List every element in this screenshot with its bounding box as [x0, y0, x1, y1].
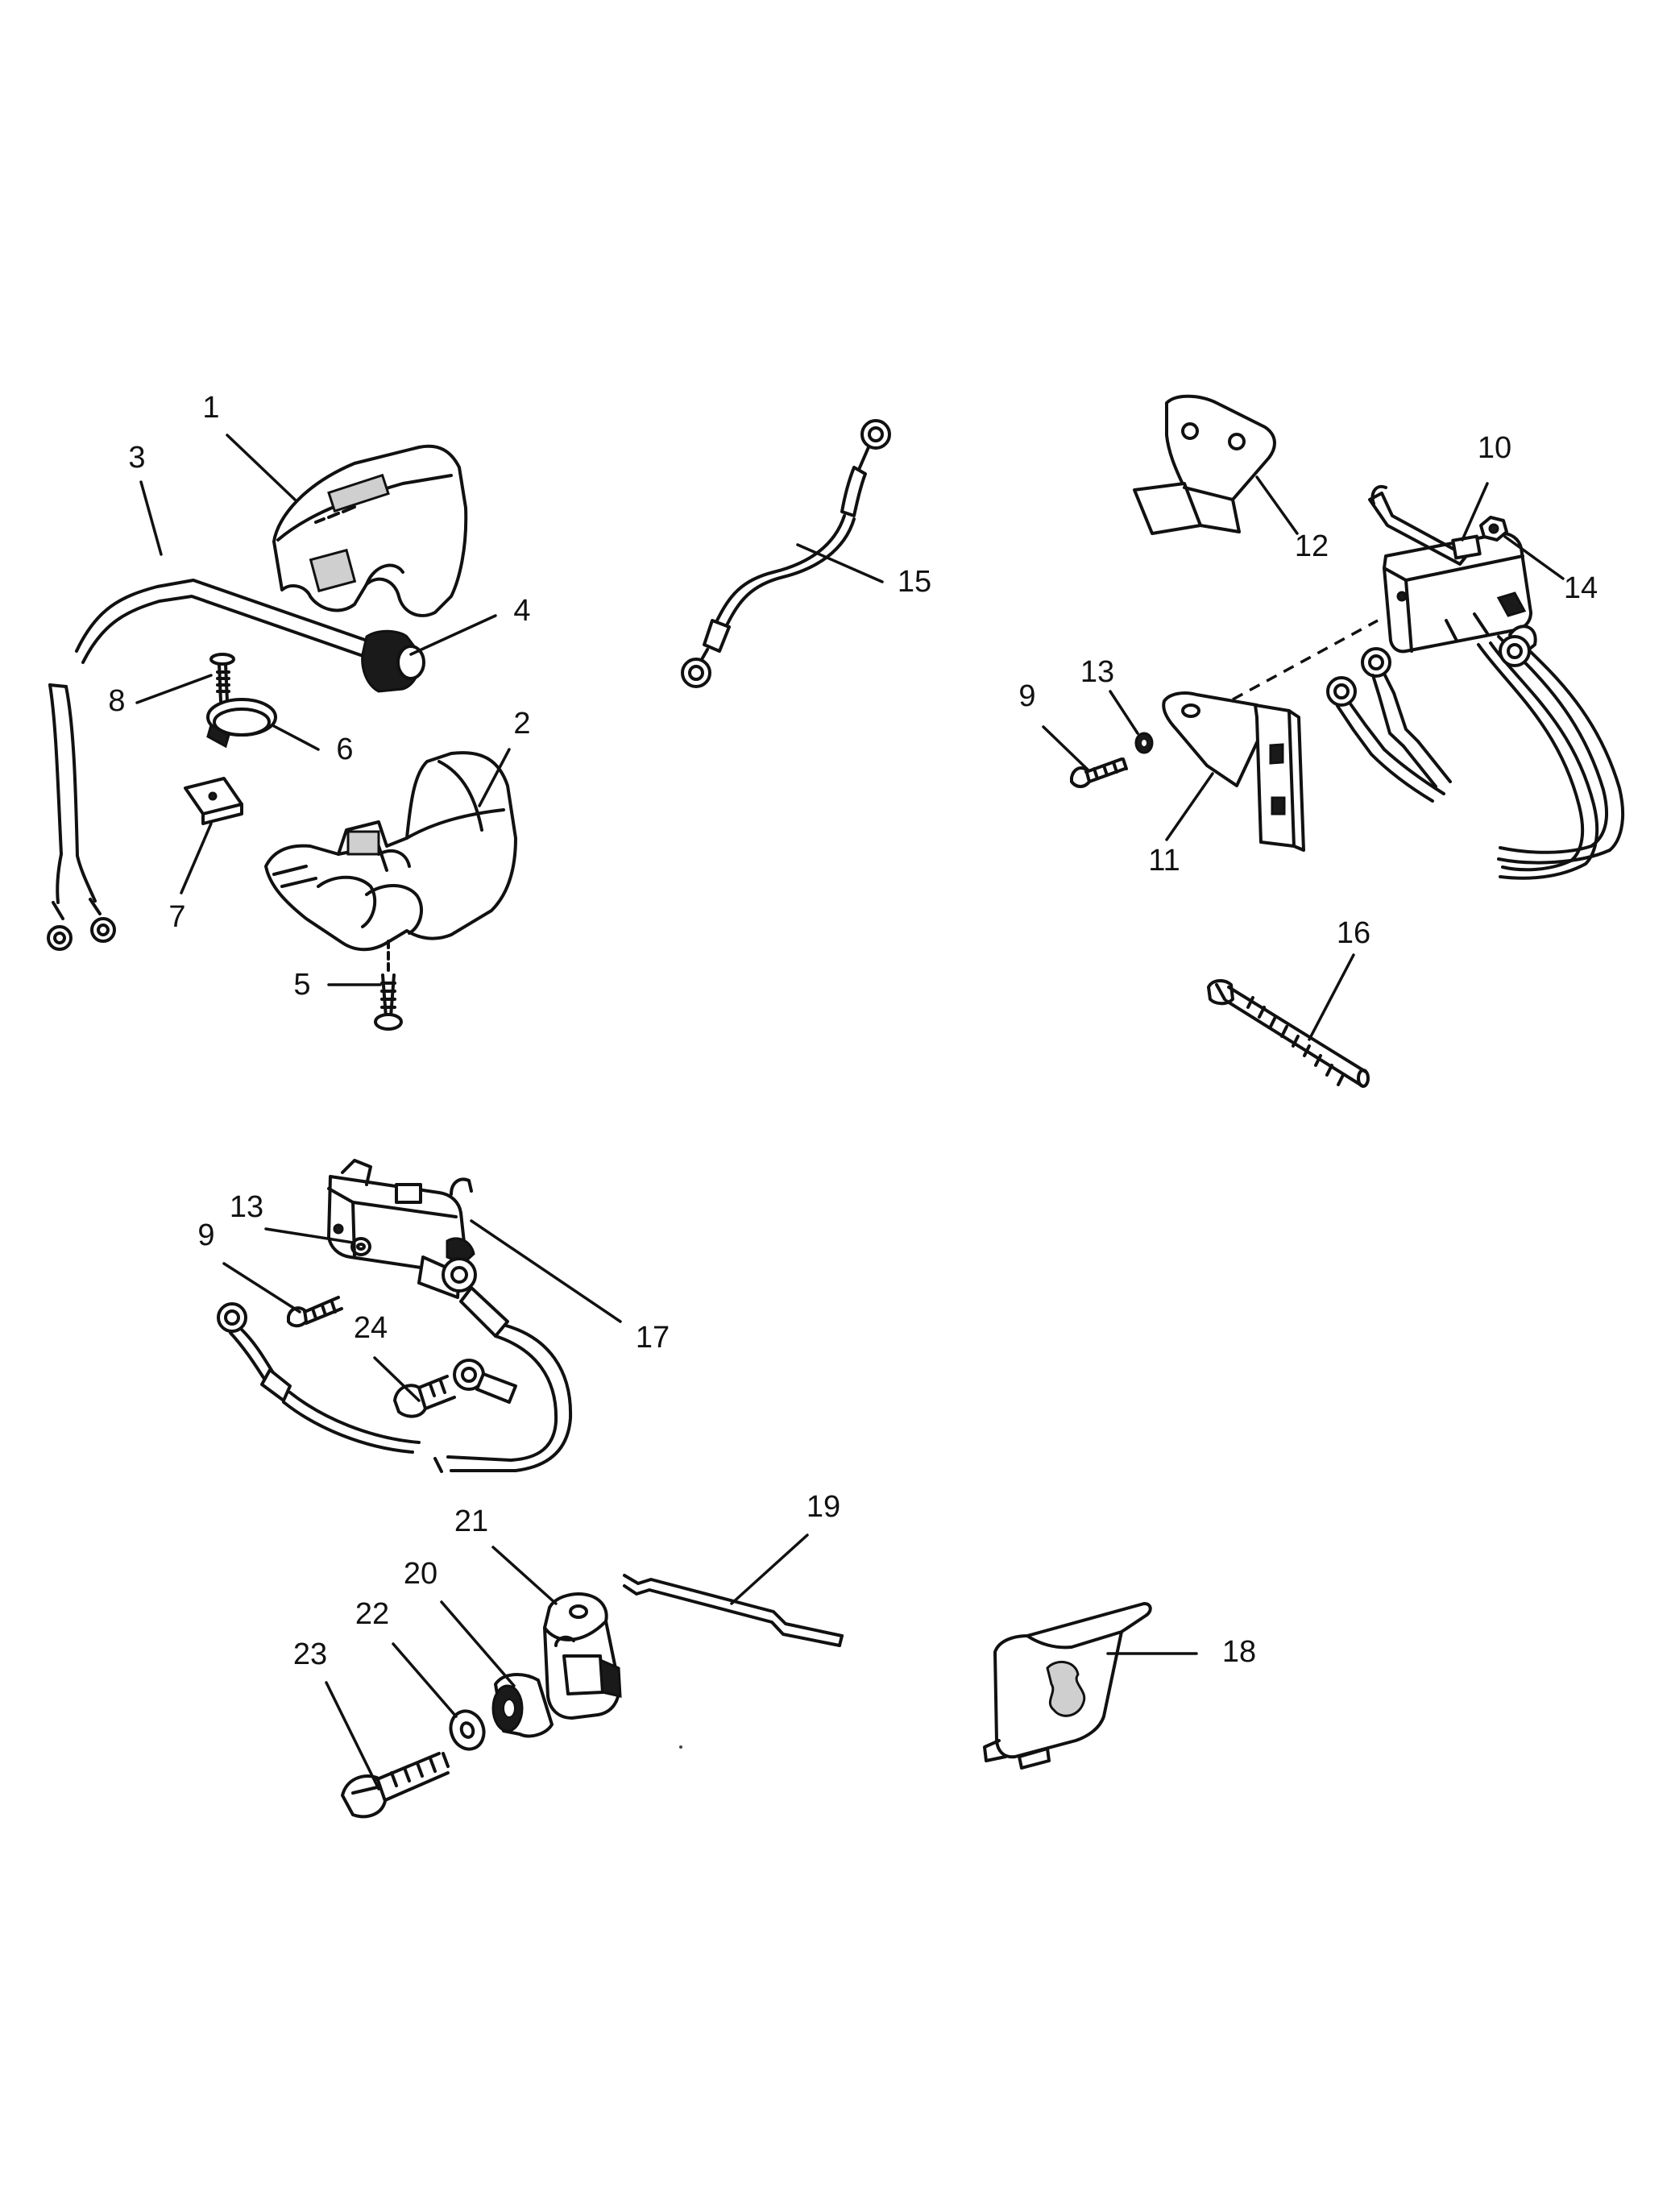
callout-16: 16 [1337, 916, 1370, 950]
callout-19: 19 [806, 1490, 840, 1524]
part-9-screw-lower [287, 1296, 343, 1328]
part-10-switch [1368, 484, 1532, 654]
leader-lines [135, 434, 1565, 1791]
callout-11: 11 [1148, 844, 1180, 878]
part-11-bracket [1162, 619, 1379, 852]
leader-1 [226, 434, 296, 501]
part-13-washer-lower [350, 1237, 371, 1256]
leader-23 [325, 1681, 380, 1791]
part-22-washer [449, 1709, 486, 1751]
part-23-bolt [341, 1752, 450, 1819]
leader-24 [373, 1356, 421, 1402]
part-5-screw [374, 940, 403, 1031]
leader-7 [180, 822, 213, 894]
leader-15 [796, 543, 884, 583]
callout-13b: 13 [230, 1190, 263, 1224]
leader-11 [1165, 772, 1214, 841]
part-6-clamp [206, 698, 277, 749]
leader-3 [139, 480, 163, 556]
callout-15: 15 [898, 565, 931, 599]
part-21-lever [543, 1592, 622, 1720]
part-4-plug [361, 629, 425, 693]
part-9-screw-upper [1070, 757, 1128, 788]
part-19-rod [623, 1574, 844, 1647]
part-20-bushing [491, 1673, 554, 1738]
leader-13b [264, 1227, 355, 1244]
leader-10 [1461, 482, 1489, 542]
leader-20 [440, 1600, 516, 1687]
callout-13a: 13 [1080, 655, 1114, 689]
callout-9b: 9 [197, 1218, 214, 1252]
callout-1: 1 [202, 391, 219, 425]
leader-17 [470, 1219, 622, 1323]
leader-12 [1255, 475, 1299, 535]
part-14-nut [1479, 516, 1508, 542]
part-11-terminals [1326, 647, 1452, 803]
leader-2 [478, 748, 511, 807]
callout-2: 2 [513, 707, 530, 741]
part-16-long-screw [1207, 979, 1370, 1088]
part-15-wire [681, 419, 891, 688]
callout-3: 3 [128, 441, 145, 475]
callout-17: 17 [636, 1321, 670, 1355]
callout-4: 4 [513, 594, 530, 628]
leader-8 [135, 674, 213, 704]
leader-14 [1503, 535, 1565, 580]
part-13-washer-upper [1134, 732, 1154, 754]
part-10-wires [1477, 625, 1625, 880]
stray-dot [679, 1745, 682, 1749]
callout-21: 21 [454, 1504, 488, 1538]
callout-5: 5 [293, 968, 310, 1002]
part-8-screw [209, 653, 235, 703]
part-17-wires [217, 1257, 573, 1473]
part-1-upper-cover [272, 444, 468, 617]
callout-12: 12 [1295, 529, 1329, 563]
callout-6: 6 [336, 732, 353, 766]
callout-23: 23 [293, 1637, 327, 1671]
part-12-bracket [1133, 394, 1276, 535]
leader-16 [1308, 953, 1355, 1041]
part-7-nut [184, 777, 243, 825]
callout-14: 14 [1564, 571, 1598, 605]
leader-21 [491, 1546, 558, 1605]
part-3-cable [47, 579, 380, 951]
callout-22: 22 [355, 1597, 389, 1631]
leader-19 [730, 1533, 809, 1605]
part-2-lower-housing [264, 751, 517, 952]
leader-4 [409, 614, 497, 656]
callout-24: 24 [354, 1311, 388, 1345]
leader-6 [271, 724, 320, 751]
part-24-screw [393, 1375, 456, 1418]
callout-10: 10 [1478, 431, 1511, 465]
part-18-plate [983, 1602, 1152, 1770]
leader-9b [222, 1262, 301, 1314]
callout-20: 20 [404, 1557, 437, 1591]
leader-22 [392, 1642, 458, 1718]
callout-numbers: 1 2 3 4 5 6 7 8 9 9 10 11 12 13 13 14 15… [108, 391, 1598, 1671]
leader-13a [1109, 690, 1139, 735]
callout-7: 7 [168, 900, 185, 934]
callout-9a: 9 [1018, 679, 1035, 713]
callout-18: 18 [1222, 1635, 1256, 1669]
callout-8: 8 [108, 684, 125, 718]
leader-9a [1042, 725, 1089, 771]
